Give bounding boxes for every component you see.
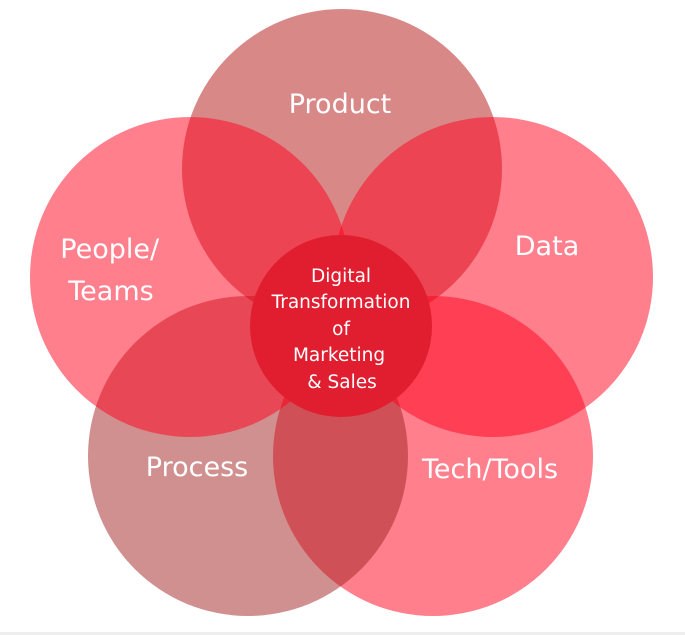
label-product: Product <box>289 89 392 120</box>
label-process: Process <box>146 452 248 483</box>
label-data: Data <box>515 231 579 262</box>
bottom-divider <box>0 632 685 635</box>
center-circle <box>250 235 432 417</box>
label-tech-tools: Tech/Tools <box>421 454 558 485</box>
center-label: Digital Transformation of Marketing & Sa… <box>271 266 417 393</box>
label-people-teams: People/ Teams <box>60 234 167 307</box>
